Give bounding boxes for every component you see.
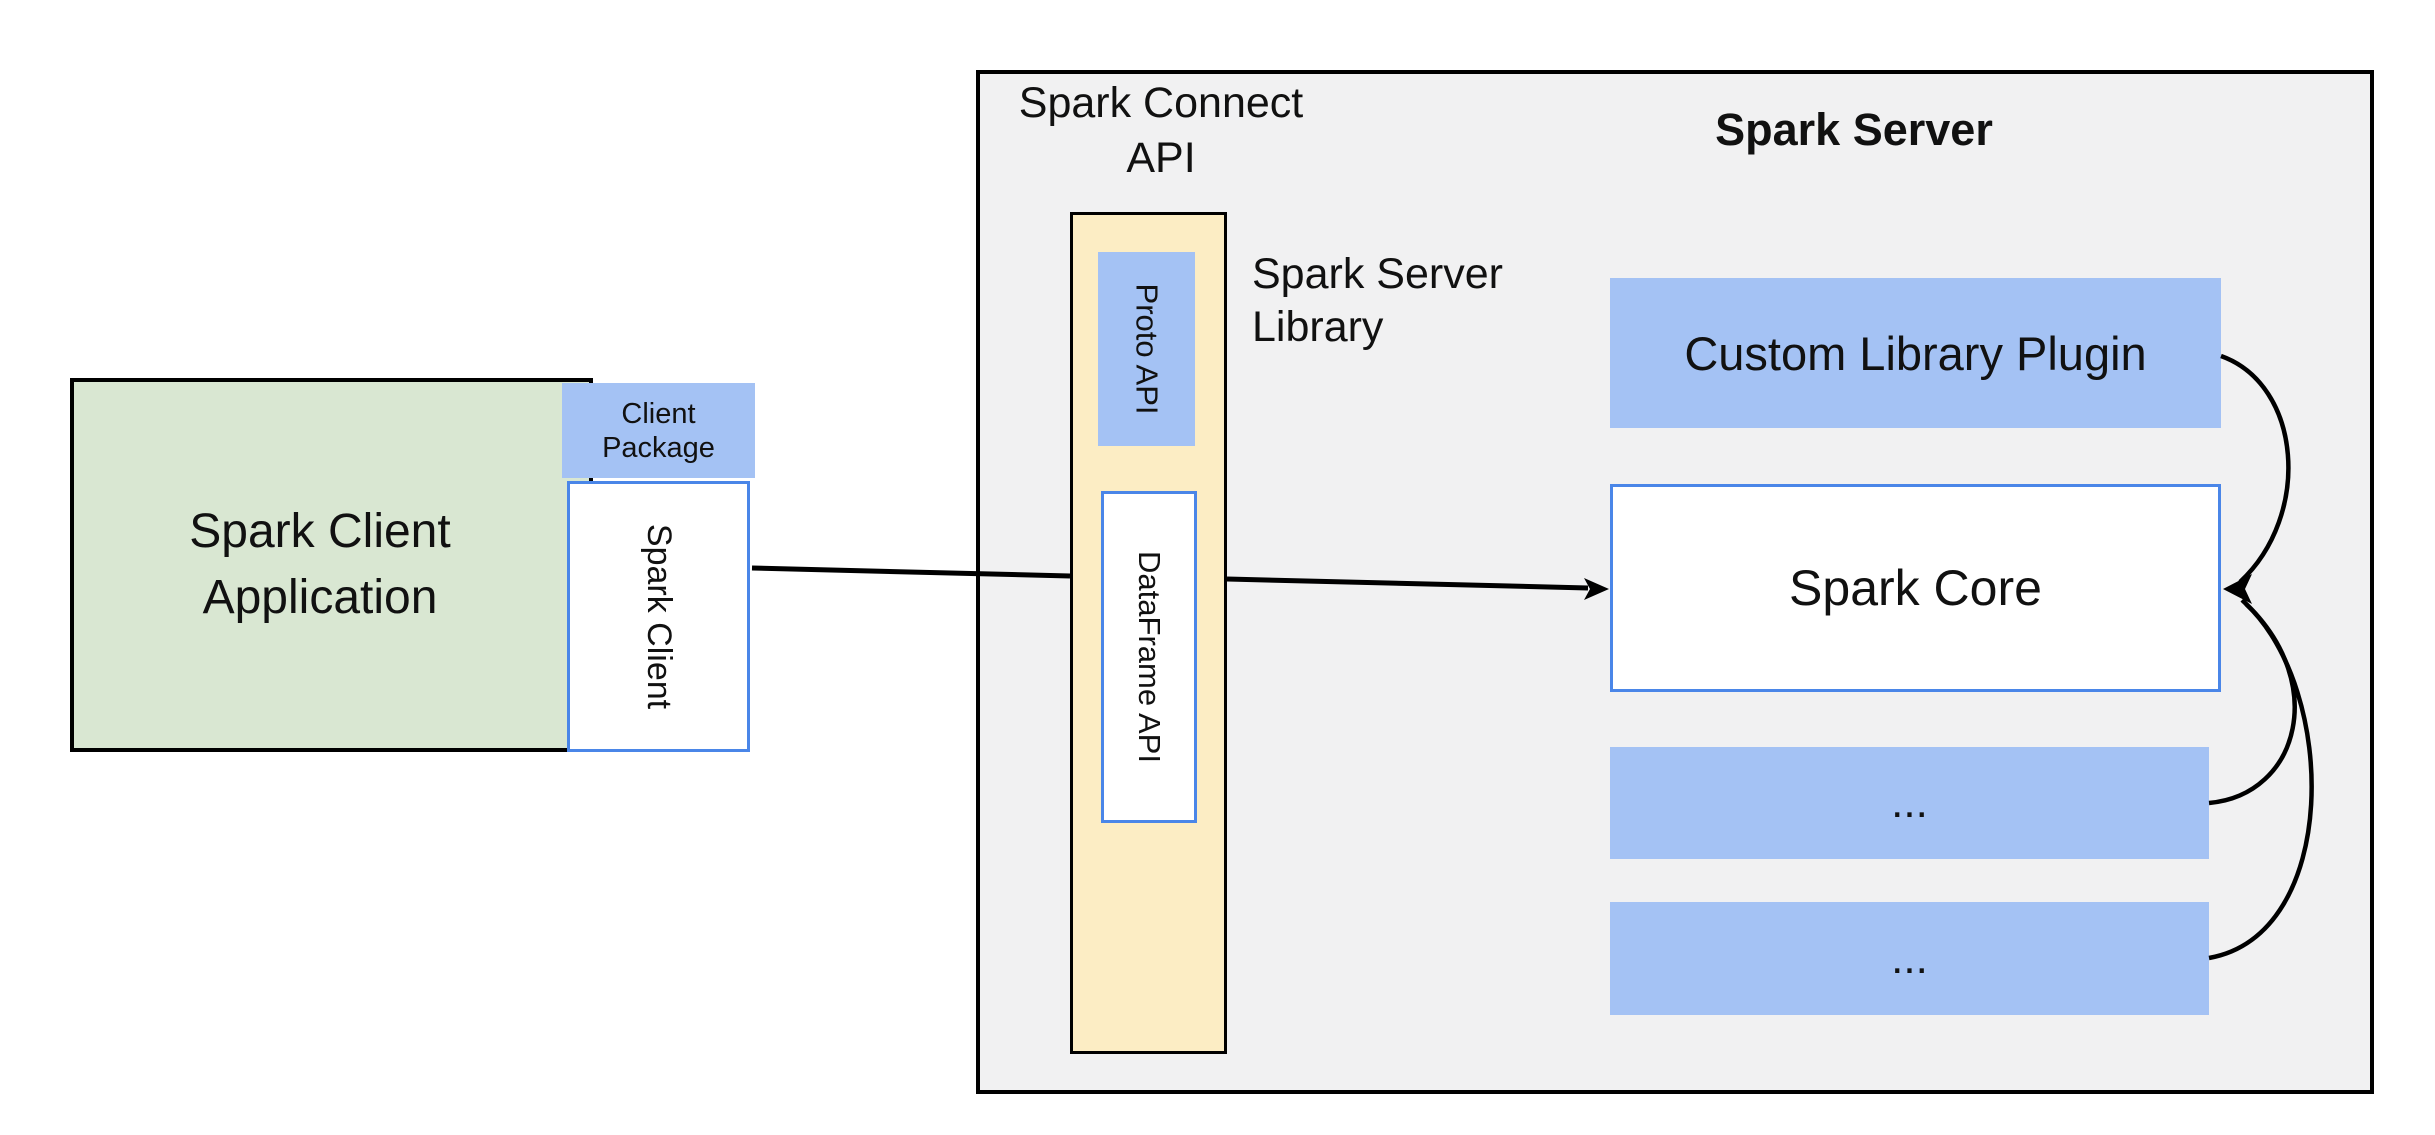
plugin-ellipsis-box-1: ...	[1610, 747, 2209, 859]
spark-server-title: Spark Server	[1715, 104, 1993, 155]
spark-client-application-box	[70, 378, 593, 752]
dataframe-api-label: DataFrame API	[1132, 551, 1168, 763]
spark-connect-api-title: Spark Connect API	[1018, 79, 1304, 182]
spark-client-application-label: Spark Client Application	[189, 505, 451, 624]
client-package-box: Client Package	[562, 383, 755, 478]
custom-library-plugin-box: Custom Library Plugin	[1610, 278, 2221, 428]
plugin-ellipsis-box-2: ...	[1610, 902, 2209, 1015]
spark-client-label: Spark Client	[640, 523, 679, 710]
spark-client-box: Spark Client	[567, 481, 750, 752]
proto-api-box: Proto API	[1098, 252, 1195, 446]
dataframe-api-box: DataFrame API	[1101, 491, 1197, 823]
spark-server-library-label: Spark Server Library	[1252, 250, 1503, 351]
proto-api-label: Proto API	[1129, 283, 1165, 415]
spark-core-box: Spark Core	[1610, 484, 2221, 692]
